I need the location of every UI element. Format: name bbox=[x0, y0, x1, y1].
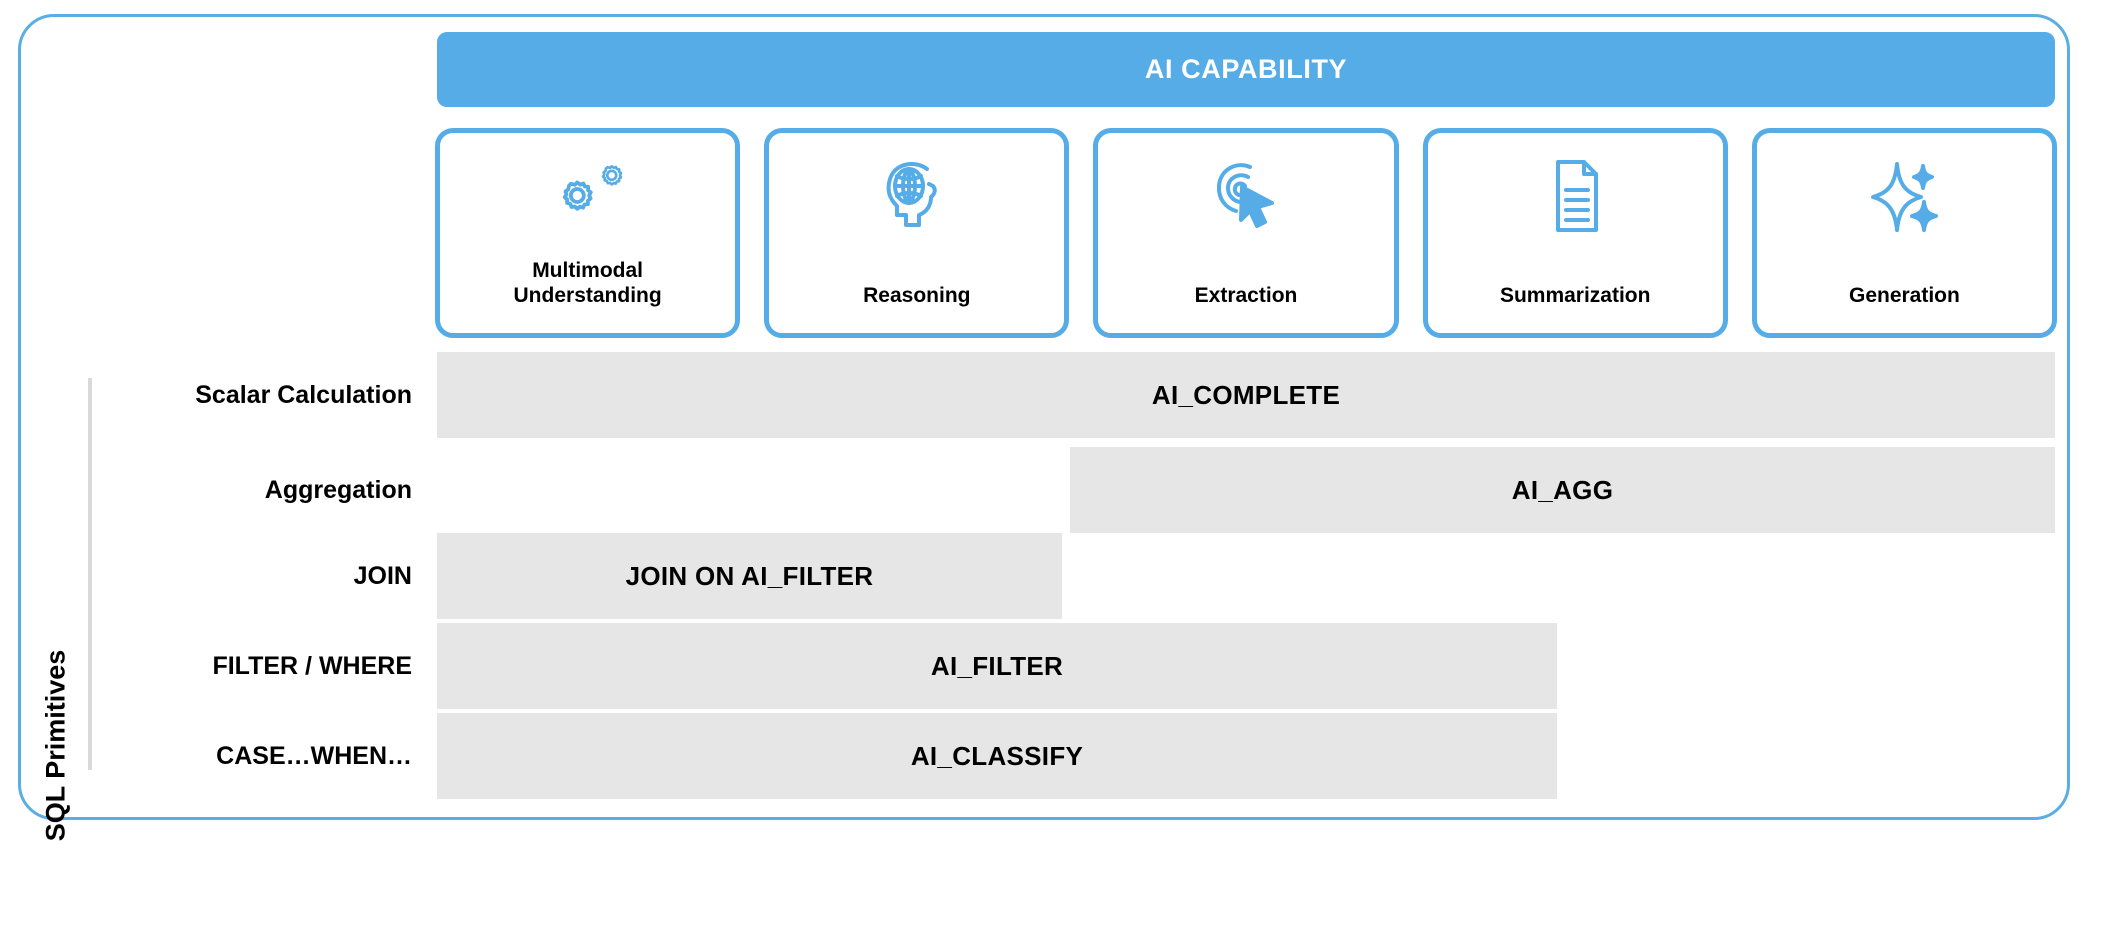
capability-card-label: Generation bbox=[1848, 284, 1960, 308]
capability-card-multimodal-understanding[interactable]: Multimodal Understanding bbox=[435, 128, 741, 338]
cursor-click-icon bbox=[1210, 155, 1282, 239]
row-label-case-when: CASE…WHEN… bbox=[216, 741, 412, 770]
ai-capability-banner-label: AI CAPABILITY bbox=[1144, 54, 1348, 84]
row-bar-ai-agg[interactable]: AI_AGG bbox=[1070, 447, 2055, 533]
capability-card-reasoning[interactable]: Reasoning bbox=[764, 128, 1070, 338]
sparkle-icon bbox=[1867, 155, 1941, 239]
row-bar-label: AI_FILTER bbox=[930, 650, 1064, 681]
capability-card-label: Summarization bbox=[1499, 284, 1651, 308]
matrix-row: Scalar Calculation AI_COMPLETE bbox=[0, 352, 2120, 438]
row-label-aggregation: Aggregation bbox=[264, 475, 412, 504]
row-bar-ai-filter[interactable]: AI_FILTER bbox=[437, 623, 1557, 709]
row-bar-label: AI_COMPLETE bbox=[1151, 379, 1341, 410]
capability-card-generation[interactable]: Generation bbox=[1751, 128, 2058, 338]
row-label-scalar-calculation: Scalar Calculation bbox=[195, 380, 412, 409]
matrix-row: CASE…WHEN… AI_CLASSIFY bbox=[0, 713, 2120, 799]
diagram-root: AI CAPABILITY Multimodal Understanding bbox=[0, 14, 2120, 842]
capability-card-label: Reasoning bbox=[863, 284, 971, 308]
ai-capability-banner: AI CAPABILITY bbox=[437, 32, 2055, 107]
row-bar-label: AI_CLASSIFY bbox=[910, 740, 1084, 771]
row-bar-label: AI_AGG bbox=[1511, 474, 1614, 505]
matrix-row: FILTER / WHERE AI_FILTER bbox=[0, 623, 2120, 709]
row-bar-ai-classify[interactable]: AI_CLASSIFY bbox=[437, 713, 1557, 799]
row-label-join: JOIN bbox=[353, 561, 412, 590]
capability-card-summarization: Summarization bbox=[1422, 128, 1728, 338]
capability-card-label: Multimodal Understanding bbox=[513, 259, 662, 308]
sql-primitives-matrix: Scalar Calculation AI_COMPLETE Aggregati… bbox=[0, 344, 2120, 814]
document-lines-icon bbox=[1544, 155, 1606, 239]
row-bar-ai-complete[interactable]: AI_COMPLETE bbox=[437, 352, 2055, 438]
matrix-row: Aggregation AI_AGG bbox=[0, 447, 2120, 533]
axis-divider-line bbox=[88, 378, 92, 770]
row-bar-join-on-ai-filter[interactable]: JOIN ON AI_FILTER bbox=[437, 533, 1062, 619]
capability-card-label: Extraction bbox=[1194, 284, 1298, 308]
row-label-filter-where: FILTER / WHERE bbox=[212, 651, 412, 680]
gears-icon bbox=[549, 155, 627, 239]
row-bar-label: JOIN ON AI_FILTER bbox=[625, 560, 874, 591]
head-globe-icon bbox=[881, 155, 953, 239]
matrix-row: JOIN JOIN ON AI_FILTER bbox=[0, 533, 2120, 619]
capability-card-row: Multimodal Understanding Reasoning bbox=[435, 128, 2058, 338]
capability-card-extraction[interactable]: Extraction bbox=[1093, 128, 1399, 338]
